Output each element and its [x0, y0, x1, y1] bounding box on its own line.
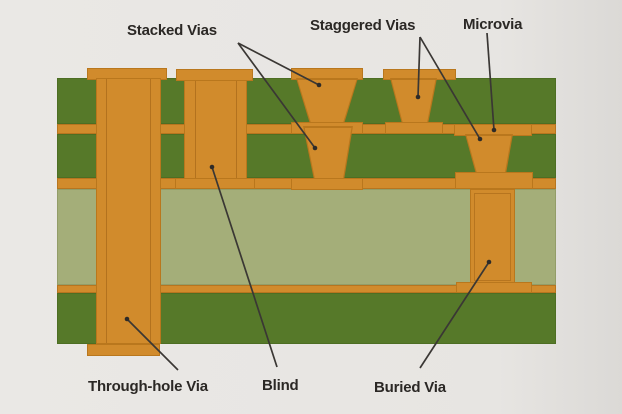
microvia-bottom-flange	[455, 172, 533, 189]
stacked-via-lower	[303, 126, 353, 180]
blind-via-drill-outline	[195, 81, 237, 188]
label-through-hole-via: Through-hole Via	[88, 378, 208, 395]
label-staggered-vias: Staggered Vias	[310, 17, 416, 34]
label-stacked-vias: Stacked Vias	[127, 22, 217, 39]
buried-via-bottom-flange	[456, 282, 532, 293]
through-hole-via-bottom-pad	[87, 344, 160, 356]
blind-via-bottom-flange	[175, 178, 255, 189]
stacked-via-upper	[296, 78, 358, 124]
buried-via-column	[470, 189, 515, 285]
label-blind: Blind	[262, 377, 299, 394]
through-hole-via-barrel	[96, 78, 161, 344]
staggered-via-mid-flange	[385, 122, 443, 134]
buried-via-drill-outline	[474, 193, 511, 281]
layer-copper-3	[57, 285, 556, 293]
staggered-via-upper	[390, 78, 437, 124]
stacked-via-bottom-flange	[291, 178, 363, 190]
through-hole-via-drill-outline	[106, 79, 151, 343]
blind-via-barrel	[184, 80, 247, 189]
label-buried-via: Buried Via	[374, 379, 446, 396]
label-microvia: Microvia	[463, 16, 523, 33]
microvia	[465, 134, 513, 174]
